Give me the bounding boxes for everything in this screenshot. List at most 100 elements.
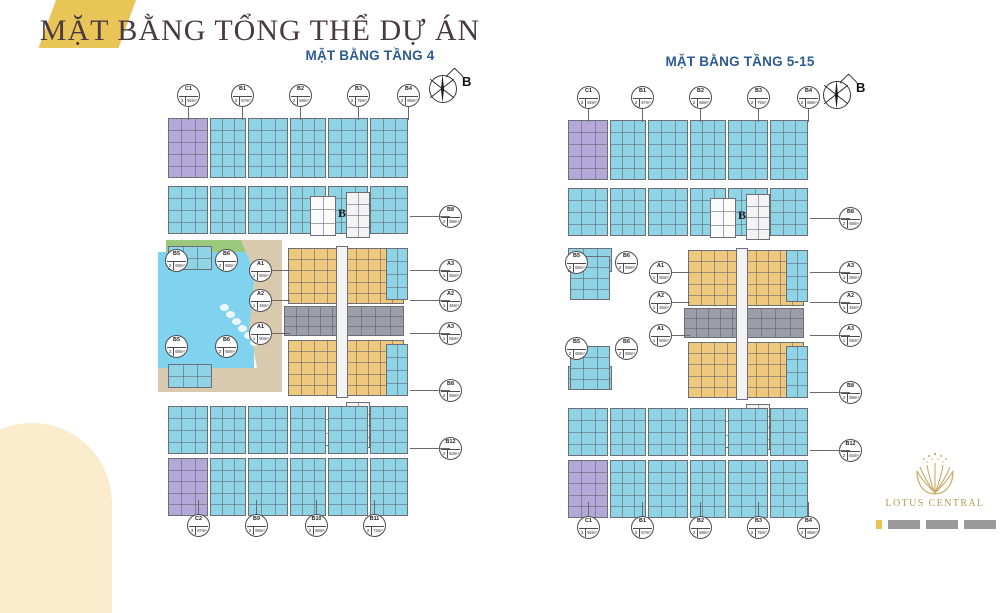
core-label-b: B (338, 206, 347, 220)
callout-separator (173, 347, 174, 356)
partition-line (395, 119, 397, 177)
partition-line (329, 130, 367, 131)
partition-line (569, 494, 607, 496)
callout-code: B6 (623, 253, 630, 259)
callout-bedrooms: 3 (190, 528, 194, 533)
corridor-gray (684, 308, 744, 338)
partition-line (371, 166, 407, 167)
partition-line (745, 294, 803, 296)
partition-line (691, 200, 725, 201)
partition-line (691, 432, 725, 433)
partition-line (356, 341, 357, 395)
callout-separator (223, 347, 224, 356)
callout-bedrooms: 2 (618, 351, 622, 356)
leader-line (758, 109, 759, 122)
partition-line (301, 249, 302, 303)
callout-separator (573, 349, 574, 358)
leader-line (410, 333, 450, 334)
partition-line (691, 483, 725, 484)
partition-line (771, 444, 807, 445)
partition-line (787, 276, 807, 277)
partition-line (249, 130, 287, 131)
partition-line (691, 132, 725, 133)
callout-separator (697, 528, 698, 537)
callout-area: 68m² (625, 265, 635, 270)
callout-area: 68m² (225, 349, 235, 354)
callout-bedrooms: 2 (218, 349, 222, 354)
partition-line (771, 471, 807, 473)
callout-area: 55m² (449, 336, 459, 341)
partition-line (395, 459, 397, 515)
callout-bedrooms: 2 (692, 530, 696, 535)
partition-line (291, 418, 325, 419)
callout-area: 68m² (299, 98, 309, 103)
partition-line (747, 217, 769, 218)
leader-line (808, 502, 809, 516)
partition-line (249, 154, 287, 155)
partition-line (685, 318, 743, 319)
callout-divider (251, 333, 270, 335)
partition-line (285, 316, 343, 317)
callout-divider (749, 97, 768, 99)
callout-area: 50m² (259, 336, 269, 341)
partition-line (649, 420, 687, 421)
partition-line (689, 353, 739, 354)
apartment-unit-blue (290, 118, 326, 178)
partition-line (169, 130, 207, 131)
floor-plan-level-4: BA (158, 118, 420, 516)
partition-line (329, 492, 367, 494)
footer-bar-gray-2 (926, 520, 958, 529)
partition-line (649, 132, 687, 133)
partition-line (211, 492, 245, 494)
partition-line (691, 144, 725, 145)
partition-line (380, 249, 381, 303)
partition-line (291, 222, 325, 223)
leader-line (810, 302, 850, 303)
partition-line (329, 504, 367, 506)
callout-divider (441, 216, 460, 218)
callout-area: 68m² (625, 351, 635, 356)
partition-line (371, 481, 407, 482)
partition-line (795, 461, 797, 517)
callout-area: 64m² (449, 451, 459, 456)
partition-line (291, 481, 325, 482)
partition-line (345, 281, 403, 283)
partition-line (745, 386, 803, 388)
